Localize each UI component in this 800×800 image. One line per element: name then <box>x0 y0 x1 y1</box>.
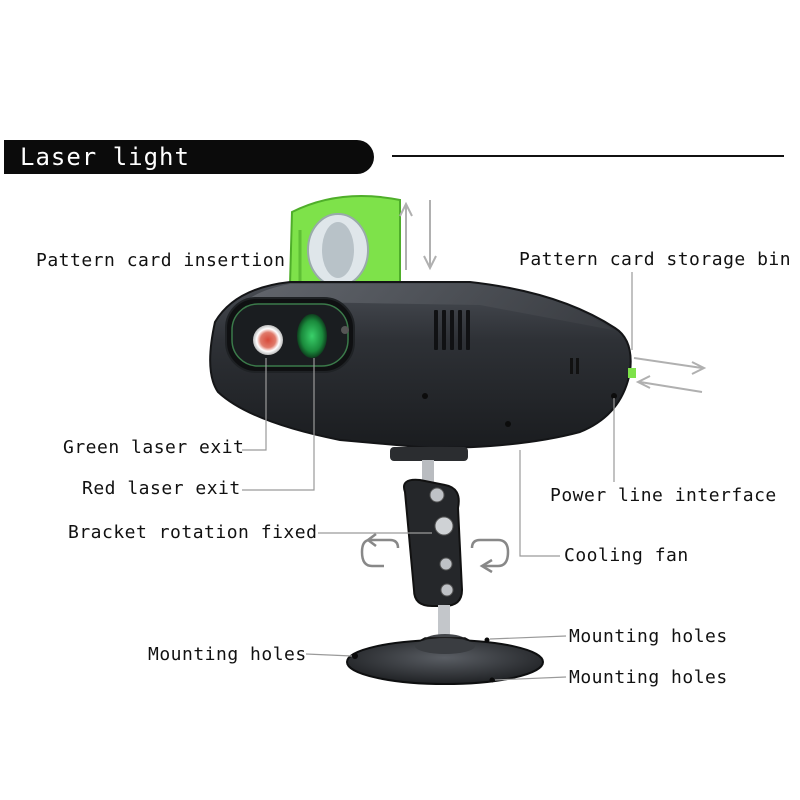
callout-mounting-holes-left: Mounting holes <box>148 644 307 665</box>
callout-pattern-card-insertion: Pattern card insertion <box>36 250 286 271</box>
leader-cooling <box>519 450 560 557</box>
leader-green-laser <box>242 358 267 451</box>
green-laser-lens <box>297 314 327 358</box>
insertion-arrows <box>399 200 437 271</box>
callout-power-line-interface: Power line interface <box>550 485 777 506</box>
callout-mounting-holes-top-right: Mounting holes <box>569 626 728 647</box>
callout-cooling-fan: Cooling fan <box>564 545 689 566</box>
leader-mount-left <box>305 653 353 657</box>
section-title: Laser light description <box>4 140 374 205</box>
leader-red-laser <box>242 358 315 491</box>
callout-pattern-card-storage-bin: Pattern card storage bin <box>519 249 792 270</box>
callout-red-laser-exit: Red laser exit <box>82 478 241 499</box>
callout-green-laser-exit: Green laser exit <box>63 437 245 458</box>
pattern-card <box>288 195 401 287</box>
leader-lines <box>242 272 633 681</box>
mounting-bracket <box>390 447 468 637</box>
leader-mount-bottom <box>494 676 567 681</box>
callout-bracket-rotation-fixed: Bracket rotation fixed <box>68 522 318 543</box>
title-rule <box>392 155 784 157</box>
device-body <box>209 281 636 450</box>
callout-mounting-holes-bottom-right: Mounting holes <box>569 667 728 688</box>
red-laser-lens <box>253 325 283 355</box>
rotation-arrows <box>360 533 510 574</box>
cooling-vent <box>434 310 470 350</box>
mounting-base <box>346 634 544 685</box>
storage-bin-arrows <box>633 357 707 393</box>
leader-mount-top <box>489 635 567 640</box>
